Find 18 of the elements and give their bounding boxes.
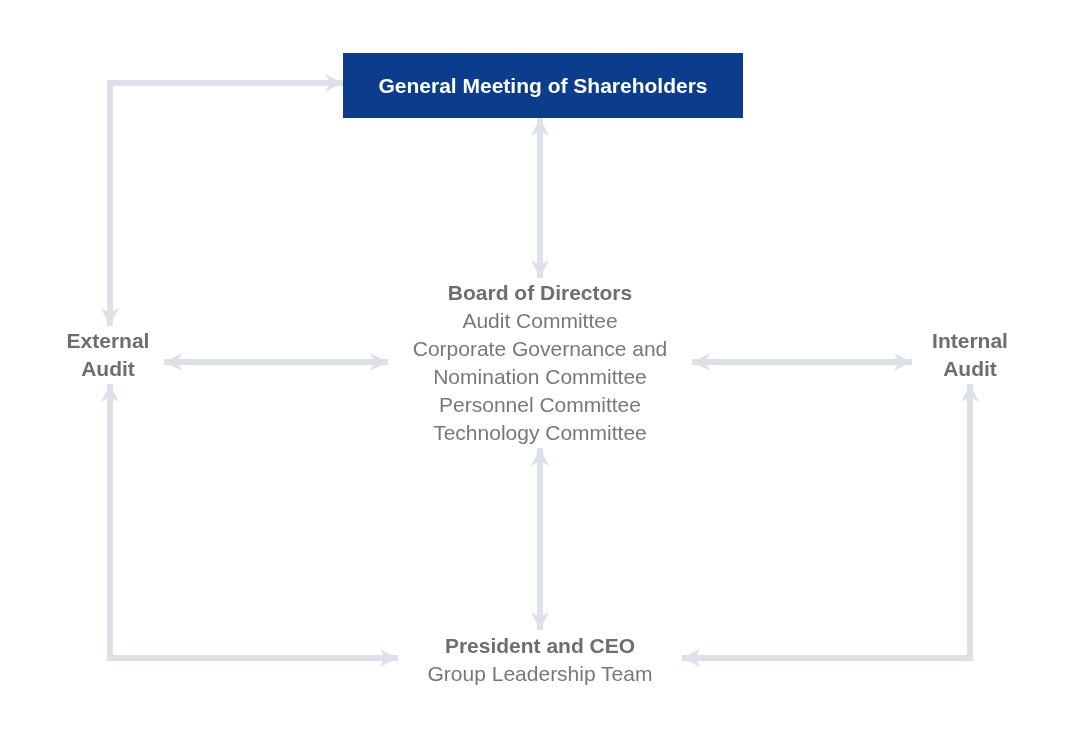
node-text: Audit Committee — [462, 308, 618, 334]
node-text: Corporate Governance and Nomination Committee — [411, 336, 669, 390]
double-arrow — [531, 448, 549, 630]
node-heading: External Audit — [65, 328, 151, 382]
node-heading: General Meeting of Shareholders — [378, 72, 708, 99]
node-heading: Internal Audit — [931, 328, 1009, 382]
double-arrow — [101, 74, 343, 326]
node-text: Personnel Committee — [439, 392, 641, 418]
double-arrow — [531, 118, 549, 278]
node-text: Technology Committee — [433, 420, 647, 446]
double-arrow — [692, 353, 912, 371]
double-arrow — [682, 384, 979, 667]
node-heading: Board of Directors — [447, 280, 633, 306]
double-arrow — [164, 353, 388, 371]
node-text: Group Leadership Team — [427, 661, 653, 687]
process-box — [343, 53, 743, 118]
double-arrow — [101, 384, 398, 667]
node-heading: President and CEO — [444, 633, 636, 659]
